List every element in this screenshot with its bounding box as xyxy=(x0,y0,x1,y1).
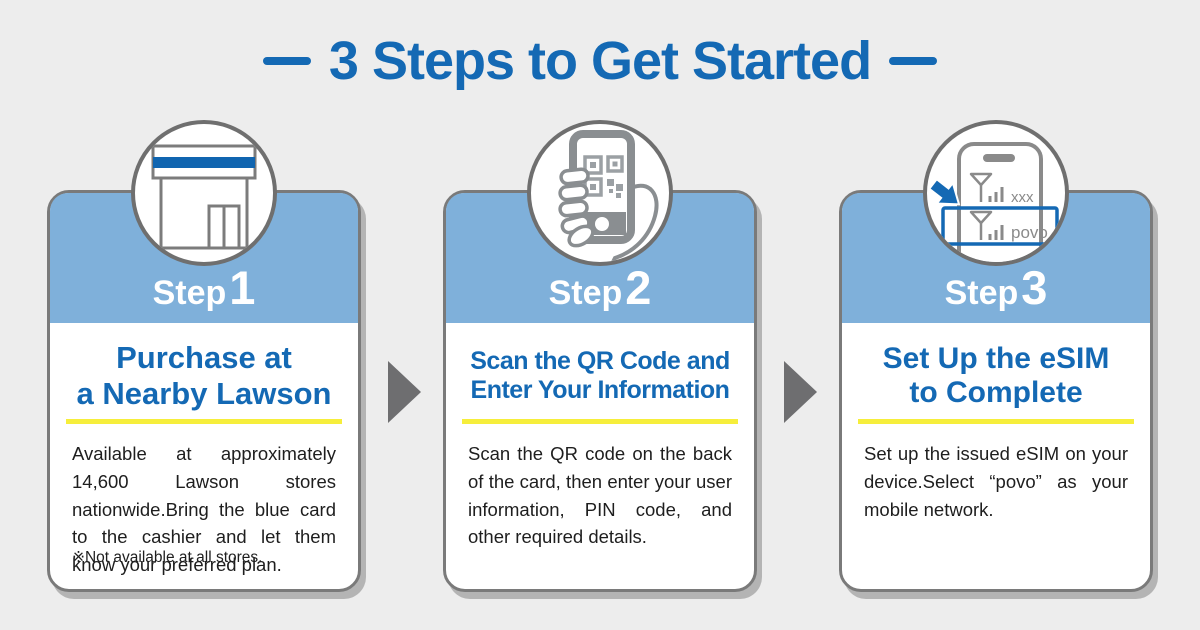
step3-heading: Set Up the eSIM to Complete xyxy=(882,341,1110,410)
step3-card: Step3 xxx xyxy=(839,120,1153,592)
step1-heading: Purchase at a Nearby Lawson xyxy=(76,340,332,411)
hand-palm xyxy=(610,183,659,262)
step2-icon-circle xyxy=(527,120,673,266)
svg-text:xxx: xxx xyxy=(1011,189,1034,206)
title-right-dash xyxy=(889,57,938,65)
page-title: 3 Steps to Get Started xyxy=(0,34,1200,88)
step1-card: Step1 Purchase at a Nearby Lawson Availa… xyxy=(47,120,361,592)
network-row-xxx: xxx xyxy=(969,172,1034,206)
step1-description: Available at approximately 14,600 Lawson… xyxy=(72,443,336,575)
step2-heading: Scan the QR Code and Enter Your Informat… xyxy=(470,347,730,404)
arrow-right-icon xyxy=(388,361,421,423)
title-left-dash xyxy=(262,57,311,65)
network-row-povo: povo xyxy=(969,210,1048,242)
arrow-right-icon xyxy=(784,361,817,423)
step2-card: Step2 xyxy=(443,120,757,592)
step1-footnote: ※Not available at all stores. xyxy=(72,549,263,566)
svg-text:povo: povo xyxy=(1011,223,1048,242)
step1-label: Step1 xyxy=(152,261,256,314)
step2-label: Step2 xyxy=(548,261,652,314)
hand-fingers xyxy=(558,167,595,248)
home-button xyxy=(595,217,609,231)
step3-icon-circle: xxx povo xyxy=(923,120,1069,266)
page-title-text: 3 Steps to Get Started xyxy=(328,31,872,91)
step1-icon-circle xyxy=(131,120,277,266)
step2-yellow-underline xyxy=(462,419,738,424)
step3-label: Step3 xyxy=(944,261,1048,314)
step3-description: Set up the issued eSIM on your device.Se… xyxy=(864,443,1128,520)
store-sign-stripe xyxy=(153,157,255,168)
blue-pointer-arrow-icon xyxy=(927,177,961,206)
step2-description: Scan the QR code on the back of the card… xyxy=(468,443,732,548)
qr-scan-phone-icon xyxy=(558,130,659,262)
phone-speaker xyxy=(983,154,1015,162)
lawson-store-icon xyxy=(143,144,265,250)
step3-yellow-underline xyxy=(858,419,1134,424)
esim-network-phone-icon: xxx povo xyxy=(927,142,1059,262)
step1-yellow-underline xyxy=(66,419,342,424)
